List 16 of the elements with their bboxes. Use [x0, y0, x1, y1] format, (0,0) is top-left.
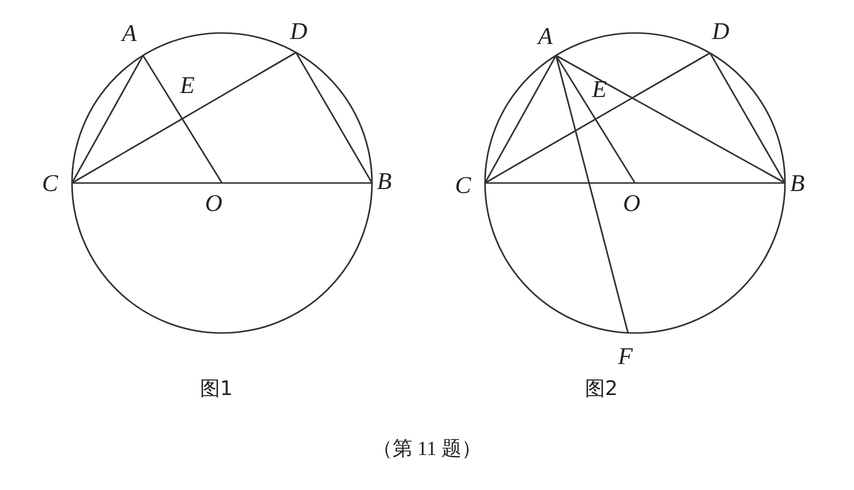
point-label: E [592, 78, 607, 102]
point-label: O [623, 192, 640, 216]
point-label: C [42, 172, 58, 196]
caption: （第 11 题） [372, 438, 482, 460]
figure-label: 图1 [200, 378, 233, 398]
point-label: A [122, 22, 137, 46]
point-label: D [712, 20, 730, 44]
figure-label: 图2 [585, 378, 618, 398]
point-label: A [538, 25, 553, 49]
point-label: B [377, 170, 392, 194]
point-label: D [290, 20, 308, 44]
point-label: F [618, 345, 633, 369]
point-label: B [790, 172, 805, 196]
point-label: C [455, 174, 472, 198]
point-label: E [180, 74, 195, 98]
point-label: O [205, 192, 222, 216]
